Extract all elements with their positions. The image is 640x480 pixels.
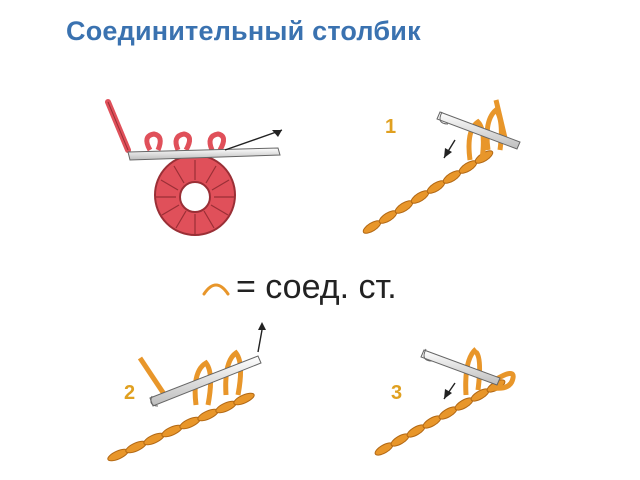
legend: = соед. ст.: [200, 268, 397, 307]
arrow-icon: [444, 148, 452, 158]
step-number-3: 3: [391, 382, 403, 404]
step-2-illustration: [107, 322, 266, 462]
arrow-icon: [272, 130, 282, 137]
step-number-1: 1: [385, 116, 397, 138]
step-number-2: 2: [124, 382, 136, 404]
ring-center: [179, 181, 211, 213]
step-1-illustration: [362, 99, 521, 234]
crochet-hook: [436, 111, 521, 150]
step-3-illustration: [374, 347, 516, 456]
crochet-hook: [149, 355, 262, 407]
arc-symbol-icon: [202, 283, 230, 295]
arrow-icon: [258, 322, 266, 330]
arrow-icon: [444, 389, 452, 399]
ring-illustration: [105, 99, 283, 236]
page-title: Соединительный столбик: [66, 16, 421, 46]
legend-text: = соед. ст.: [236, 268, 397, 306]
crochet-hook: [420, 349, 501, 386]
